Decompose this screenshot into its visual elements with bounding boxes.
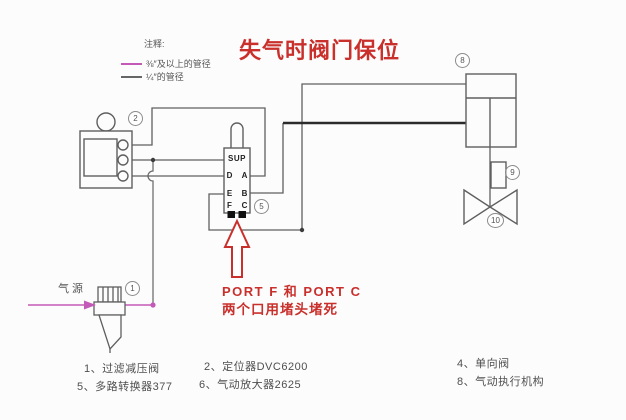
port-label-c: C (241, 201, 248, 210)
pilot-stem (230, 122, 244, 148)
port-label-f: F (227, 201, 232, 210)
port-label-sup: SUP (228, 154, 246, 163)
marker-filter-regulator: 1 (125, 281, 140, 296)
junction-dots (150, 157, 305, 308)
callout-line-2: 两个口用堵头堵死 (222, 302, 338, 317)
pipe-lines (129, 83, 491, 231)
legend-item-large-pipe: ⅜″及以上的管径 (121, 57, 211, 70)
legend-item-small-pipe: ¼″的管径 (121, 70, 184, 83)
port-label-a: A (241, 171, 248, 180)
callout-line-1: PORT F 和 PORT C (222, 284, 362, 299)
marker-stem-block: 9 (505, 165, 520, 180)
filter-regulator-symbol (93, 286, 126, 353)
caption-item: 2、定位器DVC6200 (204, 361, 308, 373)
legend-item-label: ¼″的管径 (146, 72, 184, 82)
stem-block-symbol (490, 161, 507, 189)
caption-item: 6、气动放大器2625 (199, 379, 302, 391)
air-flow-arrow-icon (84, 300, 96, 310)
marker-actuator: 8 (455, 53, 470, 68)
large-pipe-line-swatch (121, 62, 142, 65)
caption-item: 4、单向阀 (457, 358, 510, 370)
marker-control-valve: 10 (487, 213, 504, 228)
small-pipe-line-swatch (121, 75, 142, 78)
riser-pipe-line (147, 160, 154, 305)
red-up-arrow-icon (223, 218, 251, 278)
positioner-symbol (79, 112, 133, 189)
marker-switch-377: 5 (254, 199, 269, 214)
port-f-plug (227, 211, 235, 218)
air-source-label: 气源 (58, 283, 86, 295)
port-c-plug (238, 211, 246, 218)
legend-heading: 注释: (144, 39, 165, 49)
caption-item: 5、多路转换器377 (77, 381, 173, 393)
page-title: 失气时阀门保位 (239, 38, 401, 63)
port-label-e: E (226, 189, 233, 198)
caption-item: 1、过滤减压阀 (84, 363, 160, 375)
trip-valve-symbol (223, 122, 251, 218)
control-valve-symbol (463, 188, 518, 226)
port-label-d: D (226, 171, 233, 180)
legend-item-label: ⅜″及以上的管径 (146, 59, 211, 69)
caption-item: 8、气动执行机构 (457, 376, 545, 388)
actuator-symbol (465, 73, 517, 148)
marker-positioner: 2 (128, 111, 143, 126)
port-label-b: B (241, 189, 248, 198)
